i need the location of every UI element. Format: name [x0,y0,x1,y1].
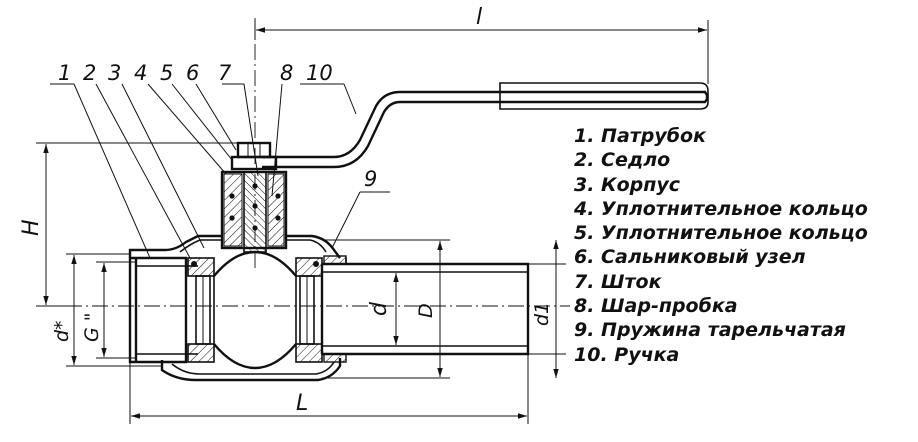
dimension-d-star-G: d* G " [51,253,162,367]
legend-item: 2. Седло [574,149,671,172]
dim-D-label: D [415,303,437,318]
handle [262,82,709,169]
dim-d1-label: d1 [531,302,553,326]
legend-item: 3. Корпус [574,173,681,196]
dim-d-star-label: d* [51,320,73,342]
outlet-pipe [320,255,530,363]
dimension-L: L [129,354,529,424]
callout-1: 1 [58,61,71,85]
dimension-H: H [19,142,238,307]
dim-l-label: l [476,5,482,30]
ball-plug [213,250,297,370]
legend-item: 10. Ручка [574,343,680,366]
callout-7: 7 [218,61,232,85]
seats [187,257,323,363]
inlet-pipe [128,256,198,364]
dim-L-label: L [296,391,308,416]
callout-leaders [50,83,390,259]
legend-item: 9. Пружина тарельчатая [574,319,846,342]
callout-10: 10 [306,61,333,85]
legend-item: 1. Патрубок [574,125,706,147]
callout-4: 4 [134,61,147,85]
legend-item: 6. Сальниковый узел [574,246,806,269]
callout-3: 3 [108,61,121,85]
dim-H-label: H [19,219,44,236]
parts-legend: 1. Патрубок 2. Седло 3. Корпус 4. Уплотн… [574,124,868,367]
legend-item: 8. Шар-пробка [574,295,738,318]
dimension-l: l [254,5,709,84]
dimension-d-D-d1: d D d1 [322,239,566,379]
callout-6: 6 [186,61,199,85]
legend-item: 7. Шток [574,270,662,293]
callout-9: 9 [364,167,377,191]
valve-body [128,234,342,382]
callout-numbers: 1 2 3 4 5 6 7 8 10 9 [58,61,377,191]
dim-d-label: d [367,301,392,316]
callout-5: 5 [160,61,173,85]
legend-item: 4. Уплотнительное кольцо [574,197,868,220]
dim-G-label: G " [81,312,103,342]
legend-item: 5. Уплотнительное кольцо [574,222,868,245]
callout-2: 2 [83,61,96,85]
callout-8: 8 [280,61,293,85]
